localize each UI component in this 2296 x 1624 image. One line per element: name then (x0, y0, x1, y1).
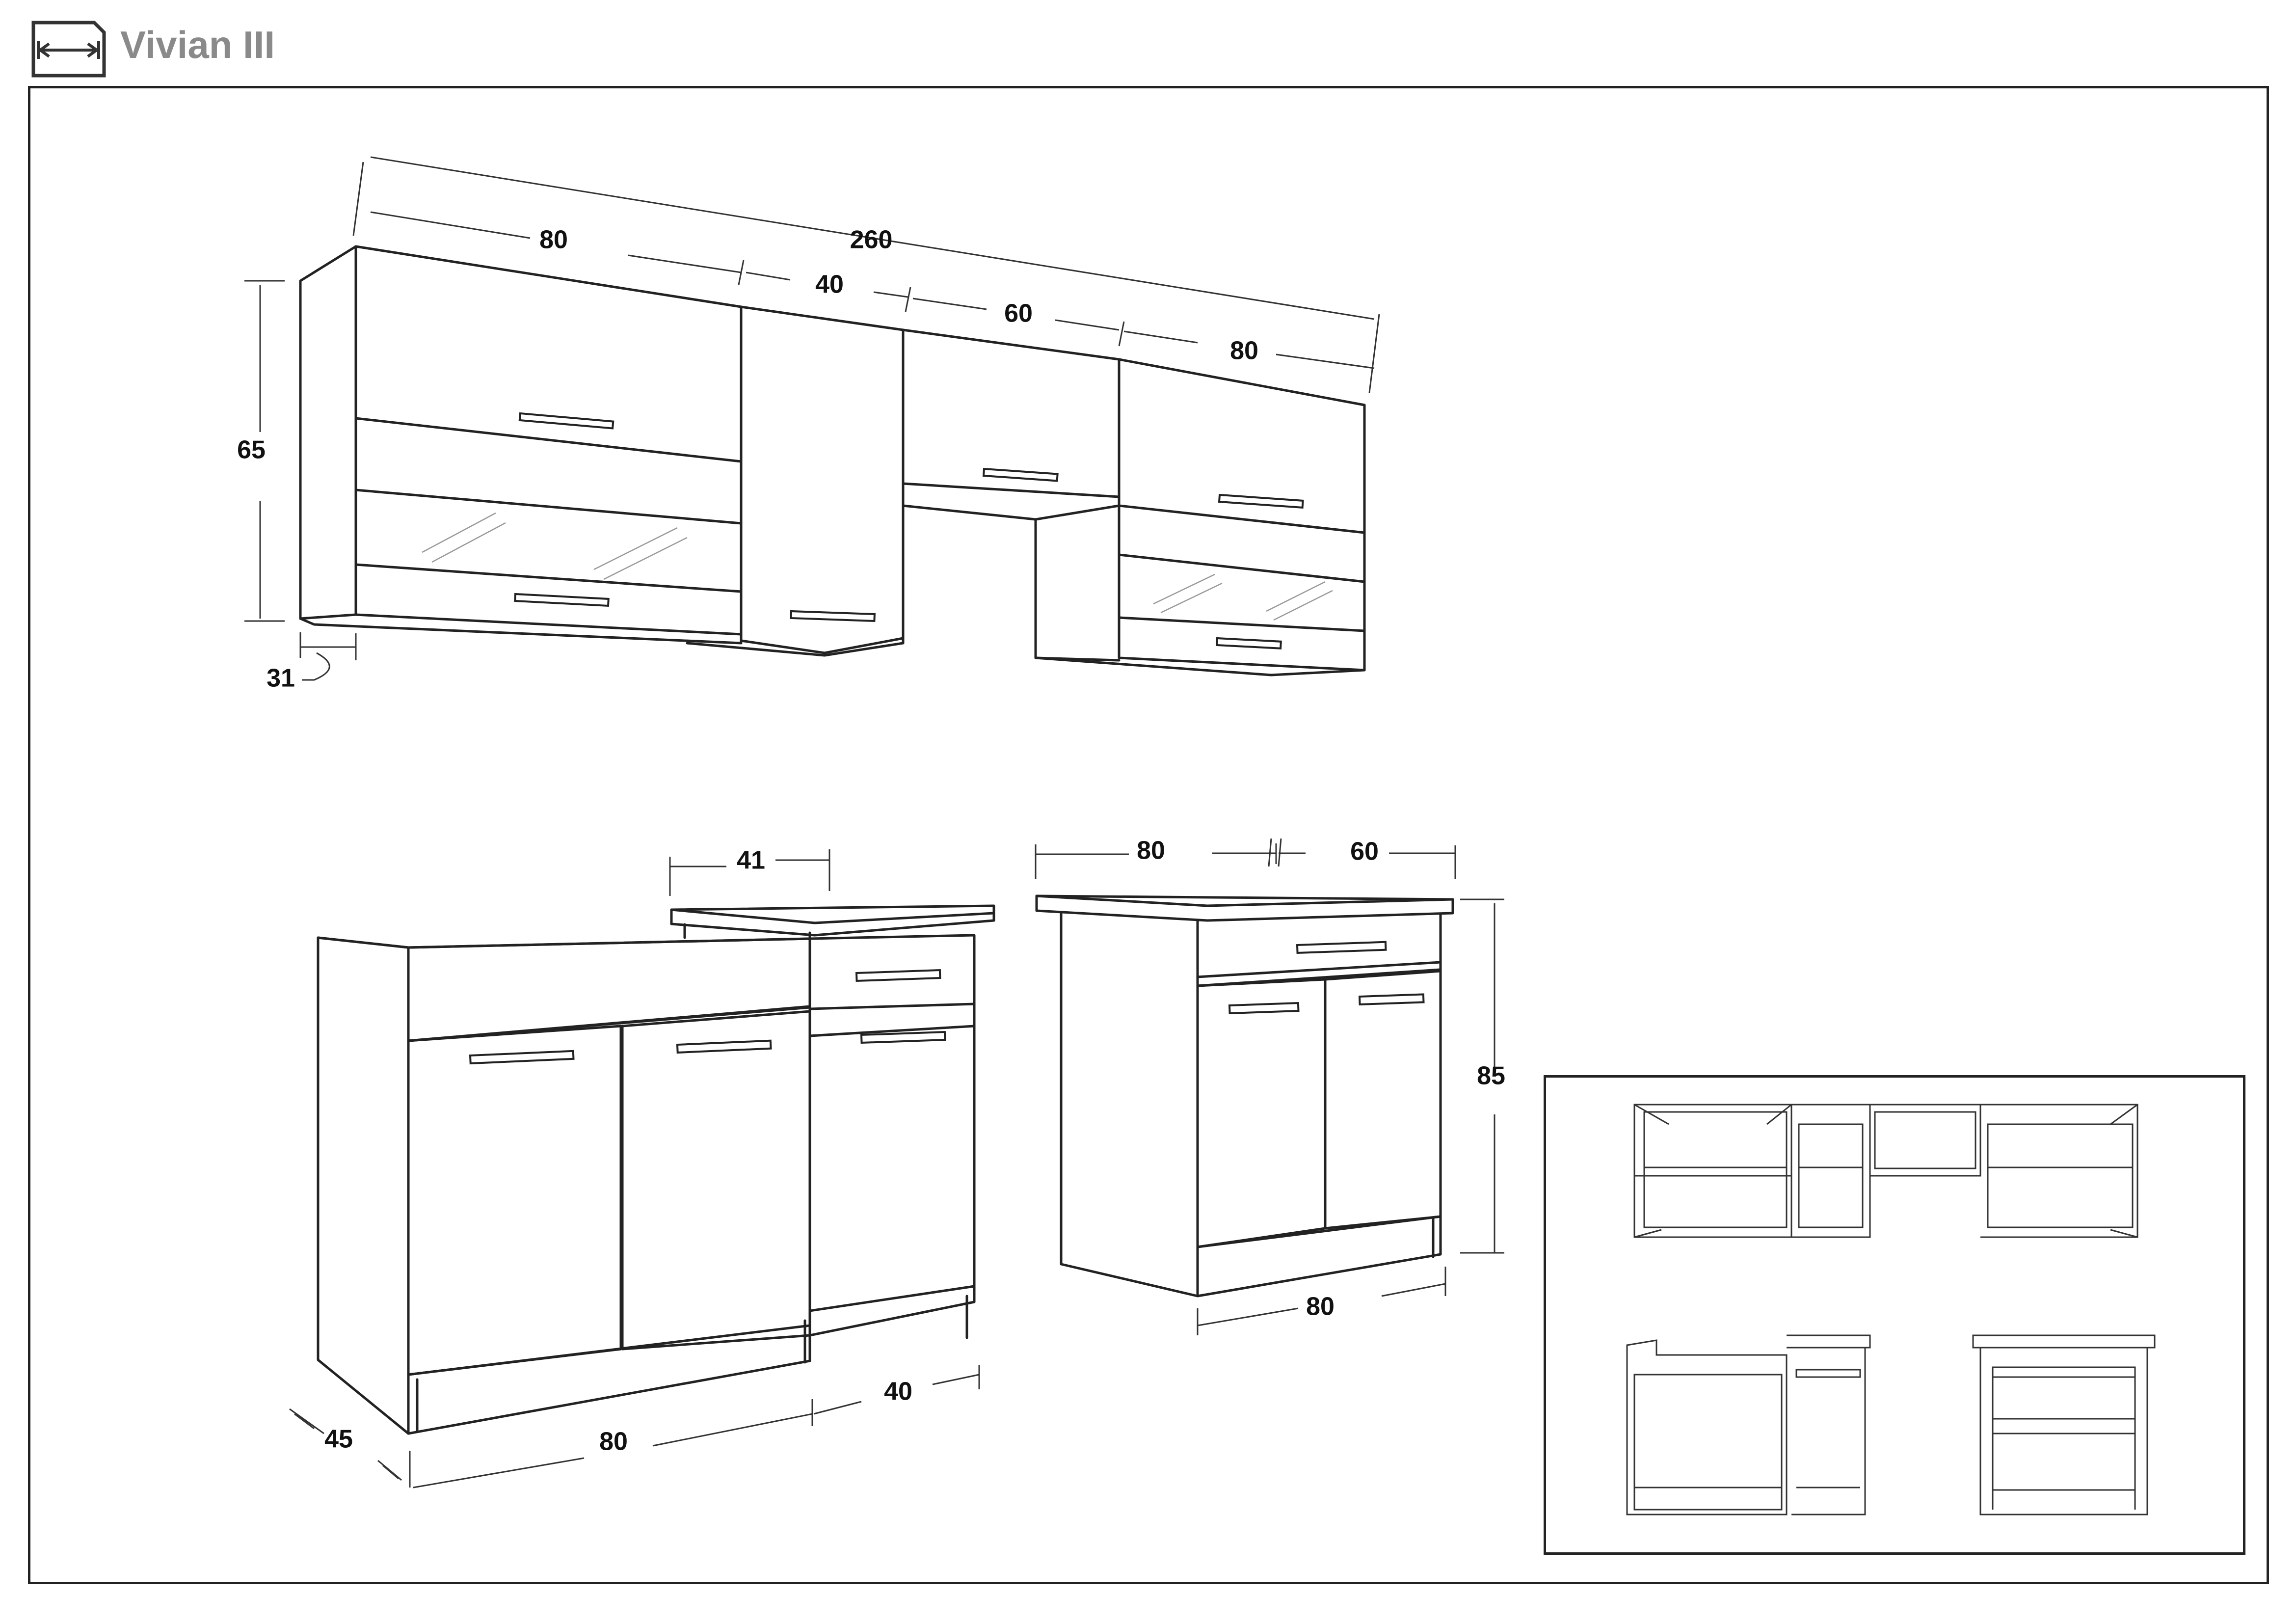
page-title: Vivian III (120, 23, 275, 66)
wall-total-width-label: 260 (850, 226, 893, 254)
drawer-top-width-2-label: 60 (1350, 838, 1379, 866)
drawing-frame (28, 86, 2269, 1584)
drawer-top-width-1-label: 80 (1137, 837, 1165, 865)
drawer-unit (1035, 894, 1454, 1298)
inset-interior-views (1626, 1104, 2156, 1516)
drawer-width-label: 80 (1306, 1293, 1335, 1321)
drawer-dimensions (1035, 838, 1504, 1335)
base-units (317, 904, 995, 1435)
wall-width-2-label: 40 (815, 271, 844, 299)
wall-depth-label: 31 (267, 664, 295, 693)
base-dimensions (289, 849, 980, 1489)
base-depth-label: 45 (324, 1425, 353, 1454)
wall-height-label: 65 (237, 436, 266, 464)
header: Vivian III (0, 0, 2296, 86)
base-width-2-label: 40 (884, 1378, 912, 1406)
drawer-height-label: 85 (1477, 1062, 1505, 1090)
worktop-depth-label: 41 (737, 846, 765, 875)
wall-width-1-label: 80 (539, 226, 568, 254)
dimensions-icon (31, 21, 106, 78)
wall-dimensions (244, 156, 1380, 681)
inset-frame (1544, 1075, 2245, 1555)
base-width-1-label: 80 (599, 1428, 628, 1456)
wall-width-3-label: 60 (1004, 299, 1033, 328)
wall-width-4-label: 80 (1230, 337, 1258, 365)
wall-units (299, 245, 1366, 677)
